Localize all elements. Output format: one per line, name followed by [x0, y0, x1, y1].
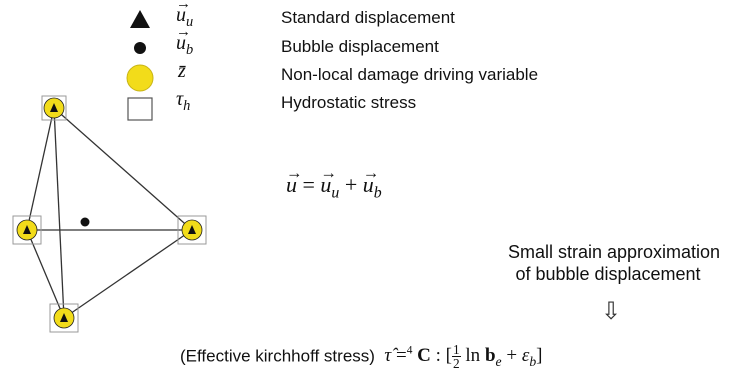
legend-yellow-circle-icon: [126, 64, 154, 92]
edge-top-bottom: [53, 107, 65, 319]
tetrahedron-element: [12, 95, 207, 333]
node-left-triangle-icon: [23, 225, 31, 234]
node-top: [41, 95, 67, 121]
legend-desc-hydrostatic: Hydrostatic stress: [281, 93, 417, 112]
down-arrow-icon: ⇩: [601, 298, 622, 325]
element-edges: [26, 107, 193, 319]
legend-triangle-icon: [130, 10, 150, 28]
node-bottom-triangle-icon: [60, 313, 68, 322]
node-left-box: [12, 215, 42, 245]
legend-desc-bubble: Bubble displacement: [281, 37, 439, 56]
edge-top-left: [26, 107, 55, 231]
effective-stress-label: (Effective kirchhoff stress): [180, 346, 375, 366]
legend-var-zbar: z̄: [178, 60, 186, 82]
node-top-triangle-icon: [50, 103, 58, 112]
edge-top-right: [53, 107, 193, 231]
eq-uu-base: u: [320, 163, 331, 198]
legend-var-uu: uu: [176, 0, 193, 31]
eq-ub-sub: b: [373, 184, 382, 202]
edge-right-bottom: [63, 229, 193, 319]
note-line-1: Small strain approximation: [507, 242, 721, 262]
node-left: [12, 215, 42, 245]
displacement-equation: u = uu + ub: [286, 163, 382, 203]
node-top-box: [41, 95, 67, 121]
legend-var-ub: ub: [176, 24, 193, 59]
note-line-2: of bubble displacement: [515, 264, 701, 284]
bubble-node-dot: [80, 217, 90, 227]
edge-left-bottom: [26, 229, 65, 319]
legend-symbols: [126, 10, 154, 121]
legend-var-tauh: τh: [176, 88, 191, 115]
eq-uu-sub: u: [331, 184, 340, 202]
legend-desc-standard: Standard displacement: [281, 8, 455, 27]
eq-equals: =: [302, 172, 315, 197]
node-bottom-box: [49, 303, 79, 333]
effective-stress-line: (Effective kirchhoff stress) τ̂ =4 C : […: [180, 338, 542, 375]
node-right: [177, 215, 207, 245]
eq-u: u: [286, 163, 297, 198]
eq-plus: +: [344, 172, 358, 197]
node-bottom: [49, 303, 79, 333]
legend-dot-icon: [134, 42, 146, 54]
legend-square-icon: [127, 97, 153, 121]
eq-ub-base: u: [363, 163, 374, 198]
node-right-box: [177, 215, 207, 245]
legend-desc-nonlocal: Non-local damage driving variable: [281, 65, 539, 84]
node-right-triangle-icon: [188, 225, 196, 234]
